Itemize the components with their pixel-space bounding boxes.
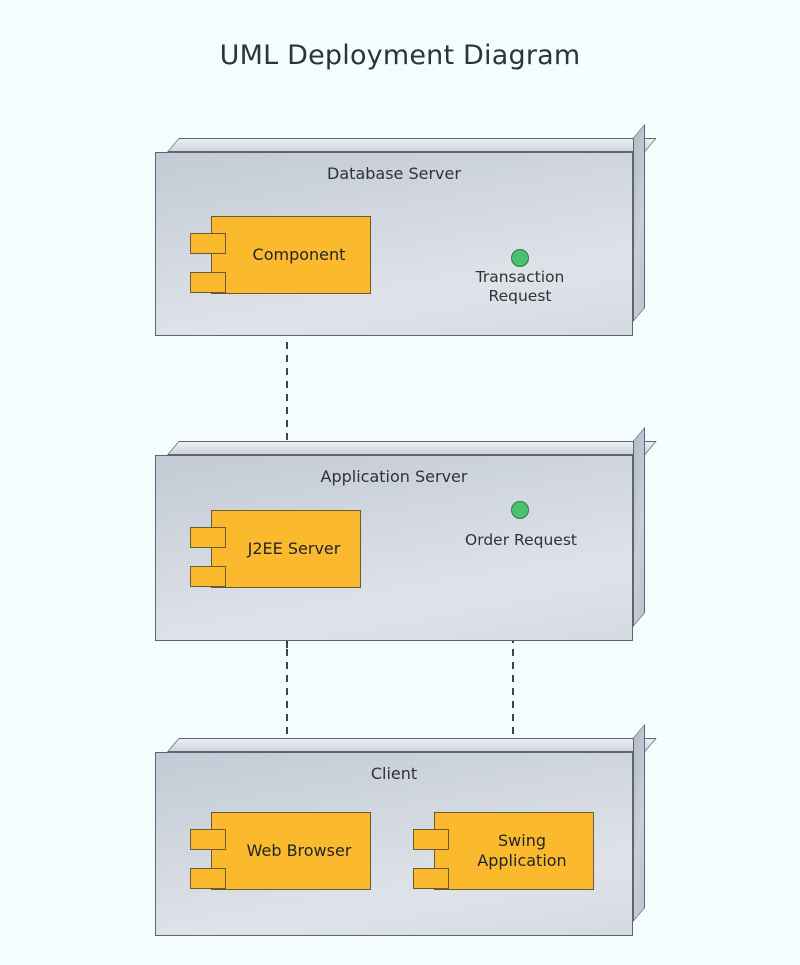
component-label: J2EE Server	[247, 539, 341, 559]
component-web-browser[interactable]: Web Browser	[190, 812, 371, 890]
node-title-application-server: Application Server	[320, 467, 468, 486]
component-label: Component	[252, 245, 346, 265]
component-tab-upper	[190, 829, 226, 850]
component-label: Web Browser	[246, 841, 352, 861]
component-tab-link	[211, 548, 213, 566]
component-tab-link	[211, 850, 213, 868]
component-j2ee-server[interactable]: J2EE Server	[190, 510, 361, 588]
component-tab-upper	[190, 233, 226, 254]
node-title-database-server: Database Server	[327, 164, 461, 183]
component-tab-lower	[190, 566, 226, 587]
node-top-face	[167, 138, 657, 152]
interface-ball-order-request[interactable]	[511, 501, 529, 519]
interface-label-transaction-request: Transaction Request	[475, 268, 565, 305]
component-tab-upper	[190, 527, 226, 548]
node-title-client: Client	[370, 764, 418, 783]
node-top-face	[167, 441, 657, 455]
node-right-face	[633, 123, 645, 322]
node-right-face	[633, 426, 645, 627]
node-client[interactable]: Client Web Browser Swing Application	[155, 723, 657, 936]
node-right-face	[633, 723, 645, 922]
node-top-face	[167, 738, 657, 752]
node-application-server[interactable]: Application Server J2EE Server Order Req…	[155, 426, 657, 641]
interface-label-order-request: Order Request	[465, 531, 577, 549]
component-label: Swing Application	[477, 831, 567, 870]
component-tab-lower	[190, 868, 226, 889]
interface-ball-transaction-request[interactable]	[511, 249, 529, 267]
component-tab-upper	[413, 829, 449, 850]
component-swing-application[interactable]: Swing Application	[413, 812, 594, 890]
component-tab-link	[434, 850, 436, 868]
component-tab-lower	[190, 272, 226, 293]
page-title: UML Deployment Diagram	[219, 40, 581, 71]
component-tab-link	[211, 254, 213, 272]
component-tab-lower	[413, 868, 449, 889]
component-component[interactable]: Component	[190, 216, 371, 294]
node-database-server[interactable]: Database Server Component Transaction Re…	[155, 123, 645, 336]
